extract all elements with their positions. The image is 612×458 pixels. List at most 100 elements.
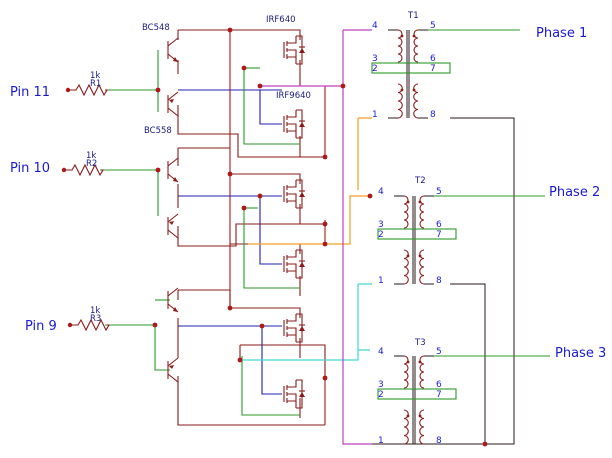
junction-dot	[257, 193, 263, 199]
junction-dot	[227, 171, 233, 177]
npn-part-label: BC548	[142, 23, 170, 33]
t3-pin-label: 7	[436, 390, 442, 400]
t3-ref: T3	[414, 338, 426, 348]
polarity-dot	[412, 88, 416, 92]
t1-pin-label: 2	[372, 64, 378, 74]
phase1-label: Phase 1	[536, 26, 587, 41]
t1-pin-label: 1	[372, 110, 378, 120]
nmos-fet-1	[283, 35, 305, 65]
r3-ref: R3	[90, 314, 101, 324]
t3-pin-label: 1	[378, 436, 384, 446]
resistor-r3	[70, 318, 110, 332]
pnp-transistor-q4	[167, 213, 179, 239]
polarity-dot	[412, 34, 416, 38]
pmos-fet-3	[283, 379, 305, 409]
junction-dot	[322, 375, 328, 381]
junction-dot	[322, 154, 328, 160]
junction-dot	[237, 357, 243, 363]
junction-dot	[322, 221, 328, 227]
t2-pin-label: 7	[436, 230, 442, 240]
junction-dot	[152, 322, 158, 328]
t3-pin-label: 6	[436, 380, 442, 390]
junction-dot	[241, 205, 247, 211]
polarity-dot	[406, 200, 410, 204]
polarity-dot	[418, 414, 422, 418]
junction-dot	[322, 241, 328, 247]
t2-ref: T2	[414, 176, 426, 186]
t2-pin-label: 1	[378, 276, 384, 286]
junction-dot	[259, 323, 265, 329]
junction-dot	[257, 83, 263, 89]
r2-value: 1k	[86, 151, 96, 161]
polarity-dot	[418, 254, 422, 258]
phase2-label: Phase 2	[549, 185, 600, 200]
junction-dot	[155, 167, 161, 173]
r1-value: 1k	[90, 71, 100, 81]
junction-dot	[367, 193, 373, 199]
t3-pin-label: 3	[378, 380, 384, 390]
t3-pin-label: 2	[378, 390, 384, 400]
pmos-part-label: IRF9640	[276, 91, 311, 101]
transformer-t1	[371, 29, 520, 119]
polarity-dot	[406, 360, 410, 364]
nmos-part-label: IRF640	[266, 15, 296, 25]
input-label-pin9: Pin 9	[25, 319, 57, 334]
pnp-transistor-q6	[167, 357, 179, 383]
polarity-dot	[400, 34, 404, 38]
npn-transistor-q5	[167, 287, 179, 313]
t1-pin-label: 7	[430, 64, 436, 74]
junction-dot	[340, 83, 346, 89]
junction-dot	[227, 27, 233, 33]
junction-dots	[152, 27, 488, 447]
npn-transistor-q1	[167, 37, 179, 63]
labels: Pin 11 Pin 10 Pin 9 1k R1 1k R2 1k R3 BC…	[10, 11, 606, 361]
nmos-fet-3	[283, 313, 305, 343]
pmos-fet-2	[283, 249, 305, 279]
transformer-t2	[377, 195, 545, 285]
t1-pin-label: 4	[372, 21, 378, 31]
t3-pin-label: 4	[378, 347, 384, 357]
t2-pin-label: 4	[378, 187, 384, 197]
r3-value: 1k	[90, 306, 100, 316]
input-label-pin11: Pin 11	[10, 85, 50, 100]
phase3-label: Phase 3	[555, 346, 606, 361]
pmos-fet-1	[283, 109, 305, 139]
junction-dot	[227, 305, 233, 311]
t1-pin-label: 8	[430, 110, 436, 120]
r1-ref: R1	[90, 79, 101, 89]
t1-ref: T1	[407, 11, 419, 21]
polarity-dot	[406, 414, 410, 418]
t1-pin-label: 3	[372, 54, 378, 64]
wiring	[100, 29, 515, 445]
resistor-r1	[68, 83, 108, 97]
t1-pin-label: 5	[430, 21, 436, 31]
junction-dot	[241, 65, 247, 71]
pnp-transistor-q2	[167, 91, 179, 117]
polarity-dot	[418, 200, 422, 204]
r2-ref: R2	[86, 159, 97, 169]
transformers	[371, 29, 550, 445]
junction-dot	[155, 87, 161, 93]
t3-pin-label: 8	[436, 436, 442, 446]
input-label-pin10: Pin 10	[10, 161, 50, 176]
t2-pin-label: 3	[378, 220, 384, 230]
t1-pin-label: 6	[430, 54, 436, 64]
t2-pin-label: 2	[378, 230, 384, 240]
resistor-r2	[64, 163, 104, 177]
polarity-dot	[418, 360, 422, 364]
nmos-fet-2	[283, 179, 305, 209]
semiconductor-devices	[167, 35, 305, 409]
junction-dot	[482, 441, 488, 447]
transformer-t3	[377, 355, 550, 445]
t2-pin-label: 6	[436, 220, 442, 230]
t3-pin-label: 5	[436, 347, 442, 357]
t2-pin-label: 5	[436, 187, 442, 197]
pnp-part-label: BC558	[144, 126, 172, 136]
polarity-dot	[400, 88, 404, 92]
polarity-dot	[406, 254, 410, 258]
t2-pin-label: 8	[436, 276, 442, 286]
resistors	[61, 83, 110, 332]
